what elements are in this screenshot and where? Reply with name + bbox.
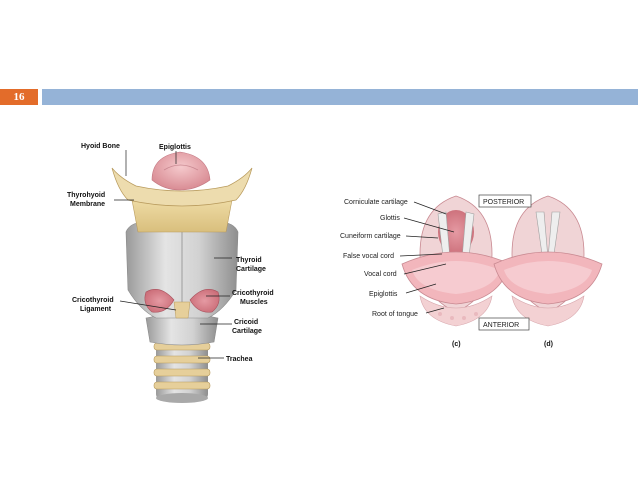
label-thyrohyoid-line1: Thyrohyoid <box>67 192 105 199</box>
glottis-view-d <box>493 195 603 327</box>
label-root-of-tongue: Root of tongue <box>372 311 418 318</box>
glottis-leader-lines <box>399 201 455 314</box>
label-thyrohyoid-line2: Membrane <box>70 201 105 208</box>
glottis-view-c <box>401 195 511 327</box>
label-hyoid-bone: Hyoid Bone <box>81 143 120 150</box>
label-cuneiform-cartilage: Cuneiform cartilage <box>340 233 401 240</box>
label-panel-c: (c) <box>452 341 461 348</box>
label-false-vocal-cord: False vocal cord <box>343 253 394 260</box>
header-bar <box>42 89 638 105</box>
slide-number-badge: 16 <box>0 89 38 105</box>
label-thyroid-line2: Cartilage <box>236 266 266 273</box>
epiglottis <box>151 151 211 191</box>
label-posterior: POSTERIOR <box>483 199 524 206</box>
label-cricoid-line2: Cartilage <box>232 328 262 335</box>
label-cricothyroid-muscles-line2: Muscles <box>240 299 268 306</box>
cricothyroid-muscle-right <box>189 289 220 313</box>
label-glottis: Glottis <box>380 215 400 222</box>
label-anterior: ANTERIOR <box>483 322 519 329</box>
larynx-illustration <box>111 151 253 403</box>
label-glottis-epiglottis: Epiglottis <box>369 291 398 298</box>
label-epiglottis: Epiglottis <box>159 144 191 151</box>
larynx-leader-lines <box>114 150 232 359</box>
cricoid-cartilage <box>145 313 219 346</box>
cricothyroid-ligament <box>173 301 191 319</box>
label-cricothyroid-ligament-line1: Cricothyroid <box>72 297 114 304</box>
label-vocal-cord: Vocal cord <box>364 271 397 278</box>
label-trachea: Trachea <box>226 356 253 363</box>
label-panel-d: (d) <box>544 341 553 348</box>
label-thyroid-line1: Thyroid <box>236 257 262 264</box>
anterior-box <box>478 317 530 331</box>
posterior-box <box>478 194 532 208</box>
cricothyroid-muscle-left <box>144 289 175 313</box>
label-cricothyroid-ligament-line2: Ligament <box>80 306 112 313</box>
trachea-rings <box>153 340 211 403</box>
label-corniculate-cartilage: Corniculate cartilage <box>344 199 408 206</box>
label-cricothyroid-muscles-line1: Cricothyroid <box>232 290 274 297</box>
label-cricoid-line1: Cricoid <box>234 319 258 326</box>
